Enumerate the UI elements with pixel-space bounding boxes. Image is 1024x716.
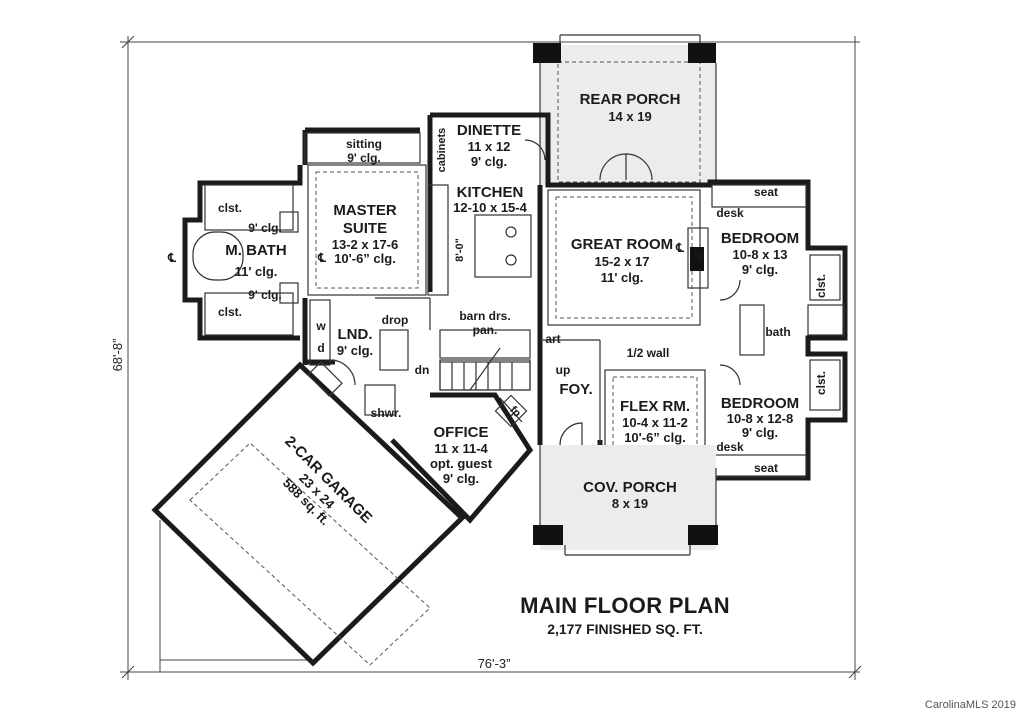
master-bath-closet-ceiling-top: 9' clg. xyxy=(248,221,282,235)
dryer-label: d xyxy=(317,341,324,355)
master-bath-closet-ceiling-bottom: 9' clg. xyxy=(248,288,282,302)
bedroom-2-seat: seat xyxy=(754,461,778,475)
bedroom-2-name: BEDROOM xyxy=(721,395,799,412)
overall-depth: 68'-8” xyxy=(110,339,125,372)
kitchen-name: KITCHEN xyxy=(457,184,524,201)
stair-down-note: dn xyxy=(415,363,430,377)
master-bath-closet-top: clst. xyxy=(218,201,242,215)
bedroom-1-size: 10-8 x 13 xyxy=(733,247,788,262)
flex-room-ceiling: 10'-6” clg. xyxy=(624,430,686,445)
overall-width: 76'-3” xyxy=(478,656,511,671)
flex-room-size: 10-4 x 11-2 xyxy=(622,415,688,430)
bedroom-1-closet: clst. xyxy=(814,274,828,298)
master-bath-name: M. BATH xyxy=(225,242,286,259)
rear-porch-size: 14 x 19 xyxy=(608,109,651,124)
master-centerline: ℄ xyxy=(317,251,326,265)
flex-room-name: FLEX RM. xyxy=(620,398,690,415)
master-suite-ceiling: 10'-6” clg. xyxy=(334,251,396,266)
washer-label: w xyxy=(315,319,326,333)
dinette-ceiling: 9' clg. xyxy=(471,154,507,169)
overall-dimension-lines xyxy=(120,35,862,680)
laundry-ceiling: 9' clg. xyxy=(337,343,373,358)
drop-name: drop xyxy=(382,313,409,327)
master-suite-name: MASTER xyxy=(333,202,397,219)
bedroom-2-size: 10-8 x 12-8 xyxy=(727,411,794,426)
master-suite-name-line2: SUITE xyxy=(343,220,387,237)
kitchen-island-dimension: 8'-0" xyxy=(454,238,466,262)
master-bath-closet-bottom: clst. xyxy=(218,305,242,319)
master-suite-size: 13-2 x 17-6 xyxy=(332,237,399,252)
great-room-name: GREAT ROOM xyxy=(571,236,673,253)
bedroom-2-closet: clst. xyxy=(814,371,828,395)
cabinets-note: cabinets xyxy=(436,128,448,173)
bedroom-1-desk: desk xyxy=(716,206,744,220)
stair-up-note: up xyxy=(556,363,571,377)
foyer-name: FOY. xyxy=(559,381,592,398)
dinette-name: DINETTE xyxy=(457,122,521,139)
garage xyxy=(151,361,466,667)
master-bath-ceiling: 11' clg. xyxy=(235,264,278,279)
half-wall-note: 1/2 wall xyxy=(627,346,670,360)
bath-centerline: ℄ xyxy=(167,251,176,265)
bedroom-2-desk: desk xyxy=(716,440,744,454)
fireplace-note: fp xyxy=(694,249,705,261)
great-room-ceiling: 11' clg. xyxy=(601,270,644,285)
art-note: art xyxy=(545,332,560,346)
laundry-name: LND. xyxy=(338,326,373,343)
office-note: opt. guest xyxy=(430,456,493,471)
great-room-size: 15-2 x 17 xyxy=(595,254,650,269)
bedroom-1-seat: seat xyxy=(754,185,778,199)
office-size: 11 x 11-4 xyxy=(434,441,488,456)
covered-porch xyxy=(533,445,718,556)
dinette-size: 11 x 12 xyxy=(468,139,511,154)
bedroom-1-ceiling: 9' clg. xyxy=(742,262,778,277)
covered-porch-size: 8 x 19 xyxy=(612,496,648,511)
plan-subtitle: 2,177 FINISHED SQ. FT. xyxy=(547,621,703,637)
office-name: OFFICE xyxy=(434,424,489,441)
mls-credit: CarolinaMLS 2019 xyxy=(925,699,1016,711)
door-swings xyxy=(329,139,741,446)
garage-labels: 2-CAR GARAGE 23 x 24 588 sq. ft. xyxy=(280,433,375,528)
shower-name: shwr. xyxy=(371,406,402,420)
office-ceiling: 9' clg. xyxy=(443,471,479,486)
pantry-note: pan. xyxy=(473,323,498,337)
plan-title: MAIN FLOOR PLAN xyxy=(520,593,730,618)
great-room-centerline: ℄ xyxy=(675,241,684,255)
sitting-ceiling: 9' clg. xyxy=(347,151,381,165)
bath-name: bath xyxy=(765,325,790,339)
bedroom-2-ceiling: 9' clg. xyxy=(742,425,778,440)
covered-porch-name: COV. PORCH xyxy=(583,479,677,496)
kitchen-size: 12-10 x 15-4 xyxy=(453,200,527,215)
barn-doors-note: barn drs. xyxy=(459,309,510,323)
stairs xyxy=(439,347,531,391)
office-walls xyxy=(390,392,534,524)
sitting-name: sitting xyxy=(346,137,382,151)
bedroom-1-name: BEDROOM xyxy=(721,230,799,247)
rear-porch-name: REAR PORCH xyxy=(580,91,681,108)
rear-porch xyxy=(533,34,717,185)
